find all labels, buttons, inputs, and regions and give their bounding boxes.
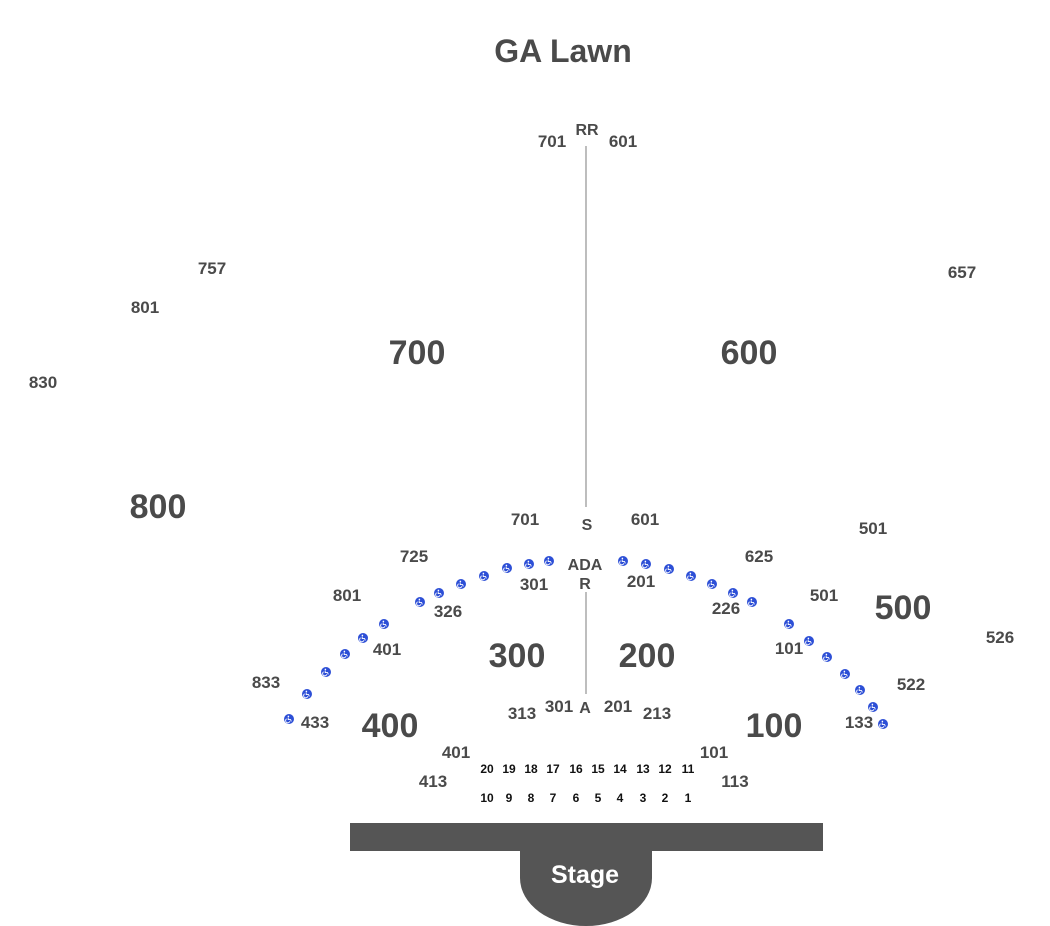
section-600[interactable]: 600 — [721, 334, 778, 372]
wheelchair-icon — [686, 571, 696, 581]
section-500[interactable]: 500 — [875, 589, 932, 627]
wheelchair-icon — [784, 619, 794, 629]
section-800[interactable]: 800 — [130, 488, 187, 526]
lawn-label-725: 725 — [400, 547, 428, 566]
lawn-label-701-mid: 701 — [511, 510, 539, 529]
ada-markers — [284, 556, 888, 729]
lawn-label-501-near: 501 — [810, 586, 838, 605]
pit-row-label[interactable]: 9 — [506, 791, 513, 805]
lawn-label-522: 522 — [897, 675, 925, 694]
aisle-ada-label: ADA — [568, 557, 603, 574]
wheelchair-icon — [664, 564, 674, 574]
pit-row-label[interactable]: 16 — [569, 762, 583, 776]
reserved-label-313: 313 — [508, 704, 536, 723]
reserved-label-213: 213 — [643, 704, 671, 723]
aisle-r-label: R — [579, 576, 591, 593]
lawn-label-625: 625 — [745, 547, 773, 566]
wheelchair-icon — [840, 669, 850, 679]
wheelchair-icon — [868, 702, 878, 712]
pit-row-label[interactable]: 2 — [662, 791, 669, 805]
pit-row-label[interactable]: 8 — [528, 791, 535, 805]
wheelchair-icon — [502, 563, 512, 573]
pit-row-label[interactable]: 13 — [636, 762, 650, 776]
wheelchair-icon — [707, 579, 717, 589]
section-700[interactable]: 700 — [389, 334, 446, 372]
wheelchair-icon — [340, 649, 350, 659]
section-400[interactable]: 400 — [362, 707, 419, 745]
reserved-label-433: 433 — [301, 713, 329, 732]
aisle-rr-label: RR — [575, 122, 599, 139]
lawn-label-833: 833 — [252, 673, 280, 692]
pit-row-label[interactable]: 7 — [550, 791, 557, 805]
wheelchair-icon — [822, 652, 832, 662]
pit-row-label[interactable]: 1 — [685, 791, 692, 805]
lawn-label-757: 757 — [198, 259, 226, 278]
wheelchair-icon — [544, 556, 554, 566]
wheelchair-icon — [878, 719, 888, 729]
pit-row-label[interactable]: 12 — [658, 762, 672, 776]
reserved-label-301b: 301 — [545, 697, 573, 716]
wheelchair-icon — [804, 636, 814, 646]
lawn-label-801-far: 801 — [131, 298, 159, 317]
pit-row-label[interactable]: 11 — [682, 762, 695, 776]
pit-row-label[interactable]: 10 — [480, 791, 494, 805]
pit-row-label[interactable]: 18 — [524, 762, 538, 776]
pit-row-label[interactable]: 6 — [573, 791, 580, 805]
pit-row-label[interactable]: 14 — [613, 762, 627, 776]
reserved-label-133: 133 — [845, 713, 873, 732]
wheelchair-icon — [524, 559, 534, 569]
stage-label: Stage — [551, 861, 619, 889]
wheelchair-icon — [379, 619, 389, 629]
wheelchair-icon — [358, 633, 368, 643]
lawn-label-501-right: 501 — [859, 519, 887, 538]
wheelchair-icon — [284, 714, 294, 724]
reserved-label-113: 113 — [721, 772, 748, 791]
section-300[interactable]: 300 — [489, 637, 546, 675]
wheelchair-icon — [479, 571, 489, 581]
lawn-label-801-near: 801 — [333, 586, 361, 605]
lawn-label-657: 657 — [948, 263, 976, 282]
section-200[interactable]: 200 — [619, 637, 676, 675]
wheelchair-icon — [456, 579, 466, 589]
wheelchair-icon — [321, 667, 331, 677]
aisle-s-label: S — [582, 517, 593, 534]
pit-row-label[interactable]: 15 — [591, 762, 605, 776]
reserved-label-101: 101 — [775, 639, 803, 658]
pit-row-label[interactable]: 17 — [546, 762, 560, 776]
reserved-label-226: 226 — [712, 599, 740, 618]
lawn-label-830: 830 — [29, 373, 57, 392]
aisle-a-label: A — [579, 700, 591, 717]
lawn-label-526: 526 — [986, 628, 1014, 647]
stage-shape — [350, 823, 823, 926]
wheelchair-icon — [855, 685, 865, 695]
reserved-label-301: 301 — [520, 575, 548, 594]
wheelchair-icon — [434, 588, 444, 598]
reserved-label-401: 401 — [373, 640, 401, 659]
pit-row-label[interactable]: 3 — [640, 791, 647, 805]
reserved-label-201b: 201 — [604, 697, 632, 716]
pit-rows: 20 19 18 17 16 15 14 13 12 11 10 9 8 7 6… — [480, 762, 694, 805]
reserved-label-401b: 401 — [442, 743, 470, 762]
pit-row-label[interactable]: 19 — [502, 762, 516, 776]
wheelchair-icon — [415, 597, 425, 607]
reserved-label-326: 326 — [434, 602, 462, 621]
section-100[interactable]: 100 — [746, 707, 803, 745]
reserved-label-201: 201 — [627, 572, 655, 591]
wheelchair-icon — [618, 556, 628, 566]
pit-row-label[interactable]: 5 — [595, 791, 602, 805]
reserved-label-413: 413 — [419, 772, 447, 791]
reserved-label-101b: 101 — [700, 743, 728, 762]
wheelchair-icon — [728, 588, 738, 598]
lawn-label-701-top: 701 — [538, 132, 566, 151]
pit-row-label[interactable]: 4 — [617, 791, 624, 805]
wheelchair-icon — [641, 559, 651, 569]
lawn-label-601-top: 601 — [609, 132, 637, 151]
map-title: GA Lawn — [494, 33, 631, 69]
lawn-label-601-mid: 601 — [631, 510, 659, 529]
wheelchair-icon — [747, 597, 757, 607]
pit-row-label[interactable]: 20 — [480, 762, 494, 776]
wheelchair-icon — [302, 689, 312, 699]
